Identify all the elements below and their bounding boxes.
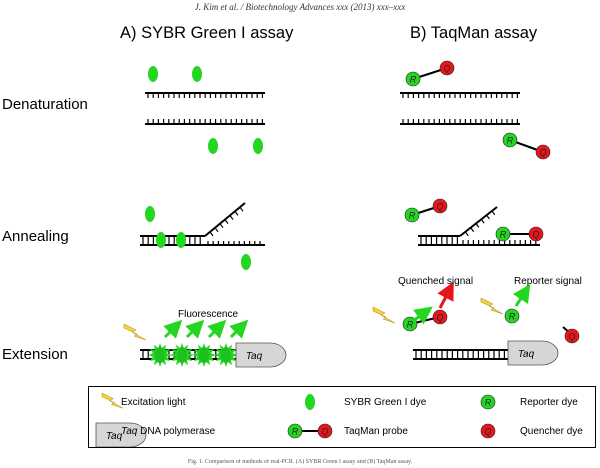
legend-sybr-icon (305, 394, 315, 410)
taq-flap-tick (470, 227, 475, 232)
sybr-panel-title: A) SYBR Green I assay (120, 24, 294, 42)
sybr-flap-tick (224, 219, 229, 224)
sybr-dye-5 (145, 206, 155, 222)
sybr-dye-7 (176, 232, 186, 248)
taqman-probe-1-reporter (405, 71, 421, 87)
taqman-probe-3-quencher-letter: Q (436, 202, 443, 212)
sybr-dye-3 (208, 138, 218, 154)
taq-excitation-bolt-2 (480, 297, 504, 315)
free-reporter-dye (504, 308, 520, 324)
taqman-probe-1-reporter-letter: R (410, 75, 417, 85)
sybr-bound-dye-1 (155, 347, 165, 363)
taqman-probe-1-quencher (439, 60, 455, 76)
taq-flap-tick (464, 231, 469, 237)
figure-caption: Fig. 1. Comparison of methods of real-PC… (187, 459, 413, 465)
taq-flap-tick (486, 214, 490, 220)
legend-reporter-dye: Reporter dye (520, 397, 578, 408)
taqman-probe-4-reporter (495, 226, 511, 242)
fluorescence-label: Fluorescence (178, 309, 239, 320)
legend-excitation-icon (101, 392, 124, 409)
legend-excitation-light: Excitation light (121, 397, 186, 408)
sybr-bound-dye-3 (199, 347, 209, 363)
legend-taq-icon (95, 422, 147, 448)
journal-header: J. Kim et al. / Biotechnology Advances x… (194, 2, 406, 12)
taqman-probe-3-quencher (432, 198, 448, 214)
taqman-probe-4-quencher-letter: Q (532, 230, 539, 240)
legend-probe-icon-quencher-letter: Q (321, 427, 328, 437)
sybr-bound-dye-4 (221, 347, 231, 363)
taqman-panel-title: B) TaqMan assay (410, 24, 538, 42)
sybr-dye-6 (156, 232, 166, 248)
legend-sybr-green: SYBR Green I dye (344, 397, 427, 408)
sybr-taq-polymerase-label: Taq (246, 351, 263, 362)
taqman-probe-2-quencher (535, 144, 551, 160)
taqman-probe-4-reporter-letter: R (500, 230, 507, 240)
sybr-flap-tick (239, 206, 244, 212)
sybr-dye-2 (192, 66, 202, 82)
legend-probe-icon-reporter-letter: R (292, 427, 299, 437)
legend-taq-polymerase: Taq DNA polymerase (121, 426, 215, 437)
sybr-flap-tick (209, 231, 214, 237)
stage-extension: Extension (2, 346, 68, 363)
taqman-probe-2-reporter-letter: R (507, 136, 514, 146)
legend-taq-rest: DNA polymerase (137, 426, 216, 437)
taq-excitation-bolt-1 (372, 306, 396, 324)
taqman-probe-3-reporter (404, 207, 420, 223)
sybr-dye-8 (241, 254, 251, 270)
reporter-signal-arrow (512, 283, 531, 307)
sybr-anneal-flap (204, 202, 246, 237)
sybr-bound-dye-2 (177, 347, 187, 363)
taq-flap-tick (480, 218, 485, 224)
sybr-flap-tick (219, 223, 224, 229)
legend-probe-icon-reporter (287, 423, 303, 439)
cleaved-quencher-dye-letter: Q (568, 332, 575, 342)
taqman-probe-5-reporter-letter: R (407, 320, 414, 330)
sybr-flap-tick (234, 211, 239, 216)
legend-taq-icon-label: Taq (106, 431, 123, 442)
taqman-probe-4-quencher (528, 226, 544, 242)
fluorescence-arrow-2 (185, 319, 205, 339)
legend-taq-italic: Taq (121, 426, 138, 437)
quenched-signal-label: Quenched signal (398, 276, 474, 287)
taqman-probe-5-quencher-letter: Q (436, 313, 443, 323)
legend-taqman-probe: TaqMan probe (344, 426, 408, 437)
stage-annealing: Annealing (2, 228, 69, 245)
excitation-arrow-1 (412, 306, 433, 325)
legend-reporter-icon-letter: R (485, 398, 492, 408)
free-reporter-dye-letter: R (509, 312, 516, 322)
sybr-dye-4 (253, 138, 263, 154)
legend-quencher-icon-letter: Q (484, 427, 491, 437)
sybr-flap-tick (229, 215, 234, 220)
taqman-probe-2-reporter (502, 132, 518, 148)
legend-box: Excitation light SYBR Green I dye Report… (88, 386, 596, 448)
fluorescence-arrow-1 (163, 319, 183, 339)
taqman-probe-1-quencher-letter: Q (443, 64, 450, 74)
legend-quencher-dye: Quencher dye (520, 426, 583, 437)
fluorescence-arrow-4 (229, 319, 249, 339)
taq-flap-tick (475, 223, 480, 228)
sybr-flap-tick (214, 227, 219, 233)
taq-taq-polymerase-label: Taq (518, 349, 535, 360)
quenched-signal-arrow (437, 281, 454, 309)
sybr-dye-1 (148, 66, 158, 82)
legend-reporter-icon (480, 394, 496, 410)
fluorescence-arrow-3 (207, 319, 227, 339)
taqman-probe-3-reporter-letter: R (409, 211, 416, 221)
taq-taq-polymerase (507, 340, 559, 366)
taqman-probe-2-quencher-letter: Q (539, 148, 546, 158)
taq-anneal-flap (459, 206, 498, 237)
cleaved-quencher-dye (564, 328, 580, 344)
sybr-excitation-bolt (123, 323, 147, 341)
taqman-probe-5-quencher (432, 309, 448, 325)
taq-flap-tick (491, 210, 496, 216)
sybr-taq-polymerase (235, 342, 287, 368)
reporter-signal-label: Reporter signal (514, 276, 582, 287)
legend-quencher-icon (480, 423, 496, 439)
stage-denaturation: Denaturation (2, 96, 88, 113)
legend-probe-icon-quencher (317, 423, 333, 439)
